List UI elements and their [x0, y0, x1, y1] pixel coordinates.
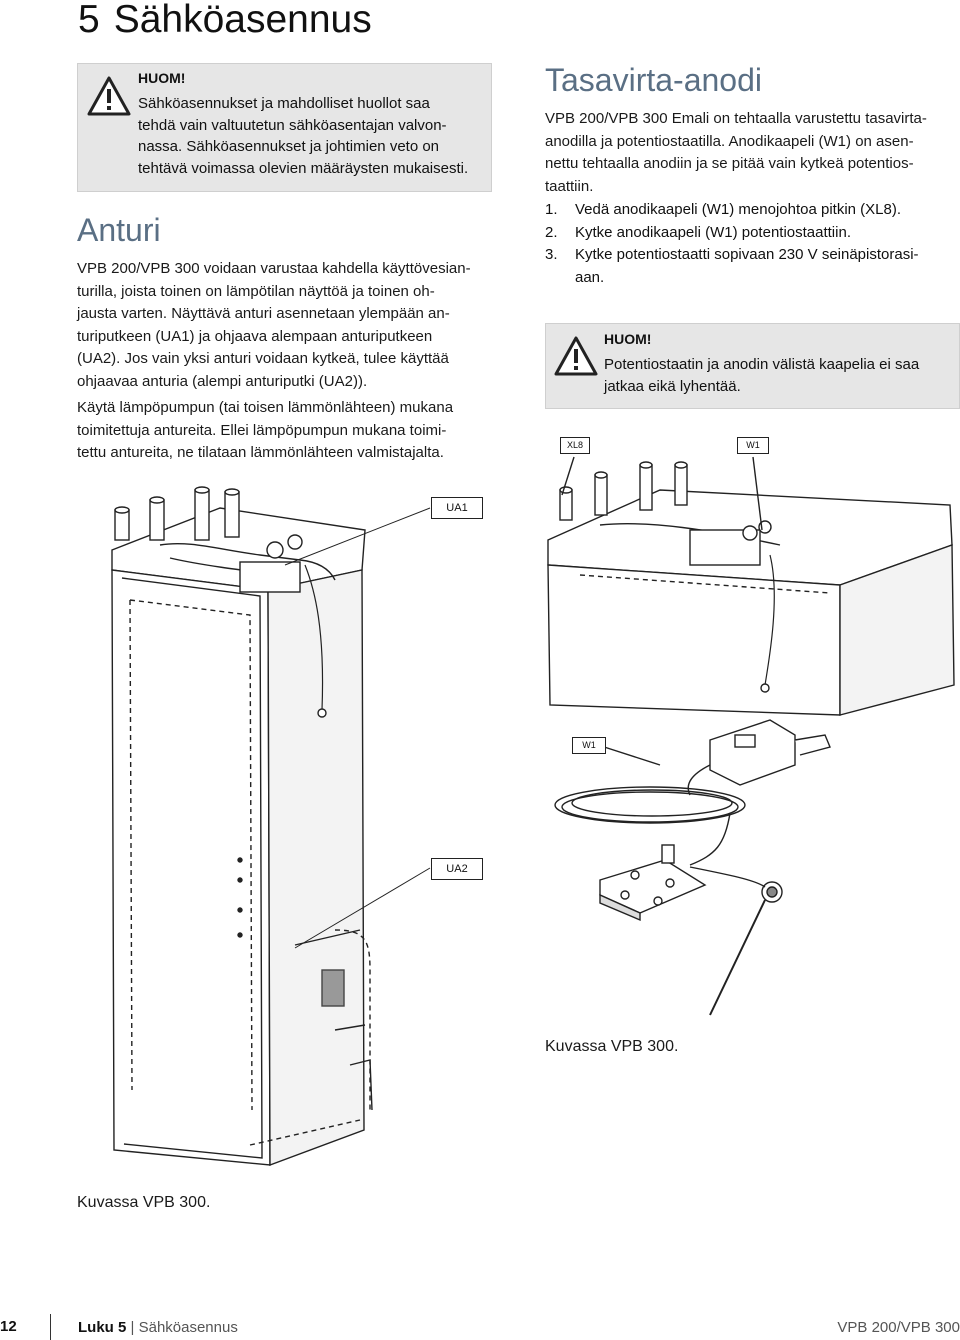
footer-chapter-name: Sähköasennus [138, 1319, 238, 1336]
anturi-paragraph-2: Käytä lämpöpumpun (tai toisen lämmönläht… [77, 397, 497, 465]
step-number: 1. [545, 201, 558, 218]
notice-left-line: nassa. Sähköasennukset ja johtimien veto… [138, 138, 440, 155]
notice-left-line: tehtävä voimassa olevien määräysten muka… [138, 159, 469, 177]
step-item: 2. Kytke anodikaapeli (W1) potentiostaatt… [545, 222, 957, 245]
text-line: Käytä lämpöpumpun (tai toisen lämmönläht… [77, 399, 454, 416]
step-number: 3. [545, 246, 558, 263]
text-line: (UA2). Jos vain yksi anturi voidaan kytk… [77, 350, 449, 367]
section-heading-anturi: Anturi [77, 212, 161, 248]
footer-separator: | [130, 1319, 135, 1336]
notice-box-right: HUOM! Potentiostaatin ja anodin välistä … [545, 323, 960, 409]
step-number: 2. [545, 223, 558, 241]
label-xl8: XL8 [560, 437, 590, 454]
section-heading-tasavirta-anodi: Tasavirta-anodi [545, 62, 762, 98]
text-line: jausta varten. Näyttävä anturi asennetaa… [77, 305, 450, 322]
warning-icon [87, 76, 131, 116]
text-line: VPB 200/VPB 300 voidaan varustaa kahdell… [77, 260, 471, 277]
footer-chapter: Luku 5 | Sähköasennus [78, 1319, 238, 1336]
text-line: taattiin. [545, 177, 594, 195]
step-item: 1. Vedä anodikaapeli (W1) menojohtoa pitk… [545, 199, 957, 222]
notice-left-line: tehdä vain valtuutetun sähköasentajan va… [138, 116, 447, 134]
chapter-number: 5 [78, 0, 100, 41]
chapter-name: Sähköasennus [113, 0, 372, 41]
text-line: anodilla ja potentiostaatilla. Anodikaap… [545, 132, 914, 150]
notice-box-left: HUOM! Sähköasennukset ja mahdolliset huo… [77, 63, 492, 192]
text-line: tettu antureita, ne tilataan lämmönlähte… [77, 444, 444, 461]
text-line: ohjaavaa anturia (alempi anturiputki (UA… [77, 372, 368, 390]
heater-illustration-left [111, 486, 431, 1167]
label-w1-top: W1 [737, 437, 769, 454]
footer-product: VPB 200/VPB 300 [837, 1319, 960, 1336]
figure-caption-left: Kuvassa VPB 300. [77, 1194, 211, 1211]
notice-right-text: Potentiostaatin ja anodin välistä kaapel… [604, 354, 956, 397]
label-w1-middle: W1 [572, 737, 606, 754]
text-line: turiputkeen (UA1) ja ohjaava alempaan an… [77, 327, 433, 345]
step-text: Kytke anodikaapeli (W1) potentiostaattii… [575, 223, 851, 241]
notice-right-line: jatkaa eikä lyhentää. [604, 377, 741, 395]
step-item: 3. Kytke potentiostaatti sopivaan 230 V s… [545, 244, 957, 289]
text-line: toimitettuja antureita. Ellei lämpöpumpu… [77, 421, 447, 439]
warning-icon [554, 336, 598, 376]
text-line: nettu tehtaalla anodiin ja se pitää vain… [545, 155, 914, 172]
anode-illustration-right [547, 456, 955, 1016]
notice-left-text: Sähköasennukset ja mahdolliset huollot s… [138, 93, 488, 179]
step-text: Vedä anodikaapeli (W1) menojohtoa pitkin… [575, 201, 902, 218]
step-text: Kytke potentiostaatti sopivaan 230 V sei… [575, 246, 919, 263]
notice-right-title: HUOM! [604, 331, 652, 347]
page-number: 12 [0, 1318, 17, 1335]
anturi-paragraph-1: VPB 200/VPB 300 voidaan varustaa kahdell… [77, 258, 497, 393]
notice-left-line: Sähköasennukset ja mahdolliset huollot s… [138, 95, 430, 112]
label-ua2: UA2 [431, 858, 483, 880]
notice-left-title: HUOM! [138, 70, 186, 86]
text-line: VPB 200/VPB 300 Emali on tehtaalla varus… [545, 110, 927, 127]
steps-list: 1. Vedä anodikaapeli (W1) menojohtoa pitk… [545, 199, 957, 289]
text-line: turilla, joista toinen on lämpötilan näy… [77, 282, 435, 300]
figure-caption-right: Kuvassa VPB 300. [545, 1038, 679, 1055]
page-footer: 12 Luku 5 | Sähköasennus VPB 200/VPB 300 [0, 1314, 960, 1340]
tasavirta-paragraph: VPB 200/VPB 300 Emali on tehtaalla varus… [545, 108, 957, 198]
footer-chapter-label: Luku 5 [78, 1319, 127, 1336]
notice-right-line: Potentiostaatin ja anodin välistä kaapel… [604, 356, 920, 373]
chapter-title: 5 Sähköasennus [78, 0, 372, 40]
footer-divider [50, 1314, 51, 1340]
step-text: aan. [575, 268, 605, 286]
label-ua1: UA1 [431, 497, 483, 519]
